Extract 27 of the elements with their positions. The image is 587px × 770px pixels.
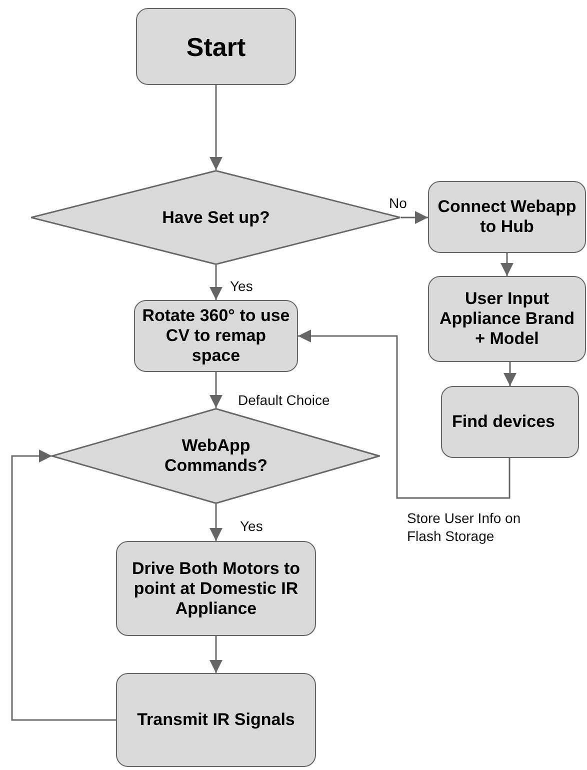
arrow (504, 362, 516, 386)
arrow (11, 450, 116, 721)
node-text: Connect Webapp to Hub (436, 197, 578, 237)
process-box (116, 673, 316, 767)
node-text: Have Set up? (162, 208, 270, 228)
node-text: Drive Both Motors to point at Domestic IR Appliance (130, 558, 302, 618)
arrow (500, 253, 514, 276)
node-text: Rotate 360° to use CV to remap space (141, 306, 291, 366)
start-terminal (136, 8, 296, 85)
arrow (210, 372, 222, 408)
arrow (210, 85, 222, 170)
process-box (134, 300, 298, 372)
arrow (401, 211, 428, 224)
arrow (210, 636, 222, 673)
node-text: WebApp Commands? (164, 436, 268, 476)
arrow (298, 330, 510, 499)
arrow (210, 504, 222, 541)
node-text: Start (186, 32, 246, 62)
decision-diamond (52, 408, 380, 504)
node-text: Transmit IR Signals (137, 710, 295, 730)
process-box (428, 276, 586, 362)
node-text: Find devices (452, 412, 555, 432)
process-box (441, 386, 579, 458)
arrow (210, 265, 222, 300)
node-text: User Input Appliance Brand + Model (438, 289, 576, 349)
process-box (428, 181, 586, 253)
process-box (116, 541, 316, 636)
